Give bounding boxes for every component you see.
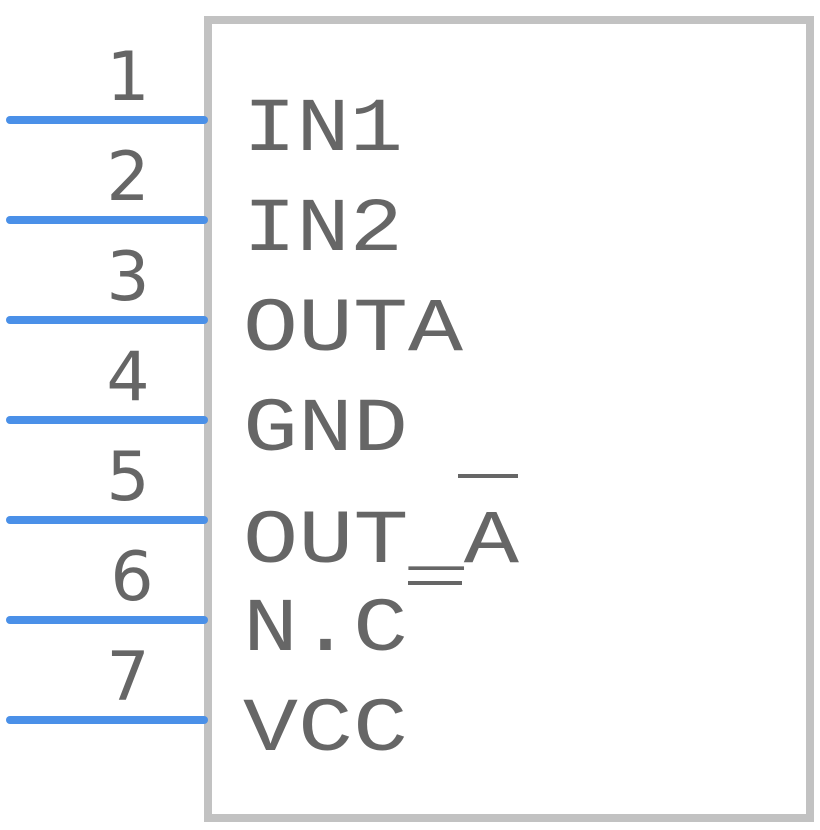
pin-1-number: 1	[106, 38, 149, 117]
pin-7-label: VCC	[243, 687, 408, 773]
pin-6-number: 6	[110, 538, 153, 617]
pin-2-number: 2	[106, 138, 149, 217]
component-body	[204, 16, 814, 822]
pin-4-label: GND	[243, 387, 408, 473]
pin-5-number: 5	[106, 438, 149, 517]
pin-7-number: 7	[106, 638, 149, 717]
pin-2-label: IN2	[243, 187, 403, 273]
pin-4-number: 4	[106, 338, 149, 417]
pin-6-label: N.C	[243, 587, 408, 673]
pin-3-label: OUTA	[243, 287, 463, 373]
pin-5-label: OUT_A	[243, 499, 519, 585]
pin-1-label: IN1	[243, 87, 403, 173]
pin-3-number: 3	[106, 238, 149, 317]
